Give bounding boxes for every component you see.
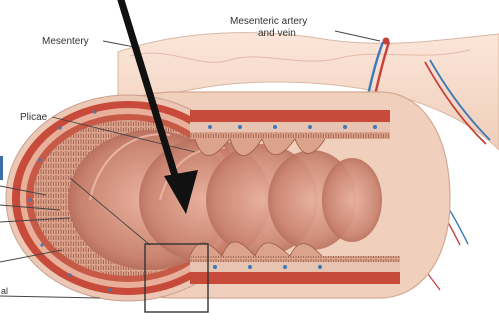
label-mesentery: Mesentery <box>42 36 89 47</box>
label-mesenteric-vessels-line2: and vein <box>258 28 296 39</box>
accent-strip <box>0 156 3 180</box>
label-mesenteric-vessels-line1: Mesenteric artery <box>230 16 307 27</box>
label-cut-off-fragment: al <box>1 286 8 296</box>
label-plicae: Plicae <box>20 112 48 123</box>
